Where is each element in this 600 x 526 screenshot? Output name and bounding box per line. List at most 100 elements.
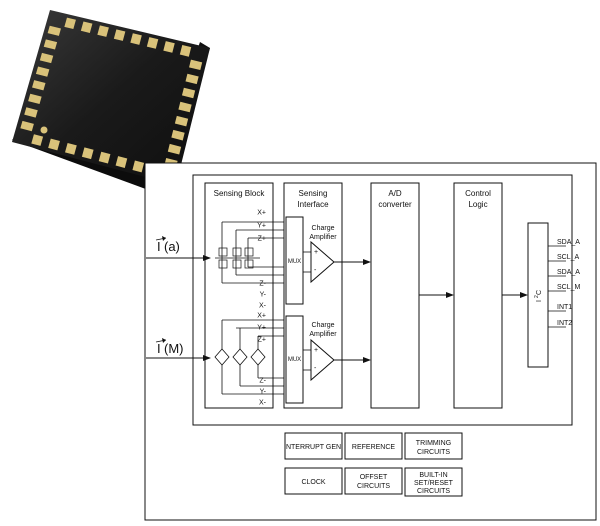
chip-pad bbox=[178, 101, 192, 113]
mux-lower bbox=[285, 315, 304, 404]
charge-amp-lower-minus: - bbox=[314, 365, 317, 372]
mux-lower-label: MUX bbox=[288, 357, 301, 363]
charge-amp-upper bbox=[310, 240, 335, 284]
i2c-label-c: C bbox=[536, 290, 543, 295]
chip-top-face bbox=[12, 10, 210, 185]
chip-pad bbox=[39, 52, 54, 64]
offset-label-1: OFFSET bbox=[360, 474, 388, 481]
accel-axis-y-minus: Y- bbox=[260, 292, 267, 299]
mag-input-label: (M) bbox=[164, 341, 184, 356]
output-pin-sda-a: SDA_A bbox=[557, 269, 580, 276]
chip-pad bbox=[181, 87, 196, 99]
charge-amp-lower bbox=[310, 338, 335, 382]
chip-pad bbox=[163, 41, 175, 53]
chip-pad bbox=[43, 39, 58, 50]
chip-pad bbox=[24, 107, 38, 118]
mag-axis-z-minus: Z- bbox=[259, 378, 266, 385]
output-pin-int1: INT1 bbox=[557, 304, 572, 311]
chip-pad bbox=[28, 93, 42, 104]
i2c-label: I 2 C bbox=[534, 290, 543, 302]
offset-block bbox=[344, 467, 403, 495]
charge-amp-upper-label-2: Amplifier bbox=[309, 234, 337, 241]
accel-axis-z-minus: Z- bbox=[259, 281, 266, 288]
chip-pad bbox=[81, 147, 94, 160]
charge-amp-lower-label-2: Amplifier bbox=[309, 331, 337, 338]
accel-axis-y-minusplus: Y+ bbox=[257, 223, 266, 230]
chip-pad bbox=[98, 151, 111, 164]
charge-amp-lower-label-1: Charge bbox=[312, 322, 335, 329]
interrupt-gen-block bbox=[284, 432, 343, 460]
chip-pad bbox=[20, 120, 34, 132]
mag-axis-x-minusplus: X+ bbox=[257, 313, 266, 320]
chip-pad bbox=[174, 115, 189, 127]
control-logic-block bbox=[453, 182, 503, 409]
chip-pad bbox=[31, 134, 44, 146]
chip-pad bbox=[130, 33, 142, 45]
mux-upper bbox=[285, 216, 304, 305]
mag-input-symbol: I bbox=[157, 341, 161, 356]
mag-axis-z-minusplus: Z+ bbox=[258, 337, 266, 344]
output-pin-scl-m: SCL_M bbox=[557, 284, 581, 291]
ad-converter-label-1: A/D bbox=[388, 189, 402, 198]
builtin-label-3: CIRCUITS bbox=[417, 488, 450, 495]
ad-converter-block bbox=[370, 182, 420, 409]
clock-block bbox=[284, 467, 343, 495]
mag-axis-y-minus: Y- bbox=[260, 389, 267, 396]
i2c-label-i: I bbox=[536, 300, 543, 302]
chip-pad bbox=[189, 59, 203, 71]
builtin-label-1: BUILT-IN bbox=[419, 472, 447, 479]
lga-chip-package-image bbox=[12, 10, 210, 195]
ad-converter-label-2: converter bbox=[378, 200, 412, 209]
mag-axis-x-minus: X- bbox=[259, 400, 267, 407]
offset-label-2: CIRCUITS bbox=[357, 483, 390, 490]
mag-axis-labels: X+ Y+ Z+ Z- Y- X- bbox=[257, 313, 266, 407]
control-logic-label-1: Control bbox=[465, 189, 491, 198]
chip-pad bbox=[47, 25, 61, 36]
chip-pad bbox=[146, 37, 159, 49]
output-pin-scl-a: SCL_A bbox=[557, 254, 580, 261]
chip-pad bbox=[32, 80, 46, 91]
accel-axis-labels: X+ Y+ Z+ Z- Y- X- bbox=[257, 210, 266, 310]
charge-amp-upper-plus: + bbox=[314, 249, 318, 256]
chip-pad bbox=[167, 143, 182, 155]
builtin-label-2: SET/RESET bbox=[414, 480, 454, 487]
sensing-interface-label-1: Sensing bbox=[299, 189, 328, 198]
chip-pad bbox=[185, 73, 199, 85]
builtin-setreset-block bbox=[404, 467, 463, 497]
accel-axis-x-minus: X- bbox=[259, 303, 267, 310]
chip-pad bbox=[97, 25, 109, 37]
accel-input-symbol: I bbox=[157, 239, 161, 254]
mag-axis-y-minusplus: Y+ bbox=[257, 325, 266, 332]
clock-label: CLOCK bbox=[301, 479, 325, 486]
i2c-label-2: 2 bbox=[534, 295, 540, 298]
chip-pad bbox=[113, 29, 126, 41]
charge-amp-lower-plus: + bbox=[314, 347, 318, 354]
chip-pads bbox=[20, 17, 203, 177]
output-pin-int2: INT2 bbox=[557, 320, 572, 327]
sensing-block-label: Sensing Block bbox=[214, 189, 266, 198]
interrupt-gen-label: INTERRUPT GEN. bbox=[284, 444, 343, 451]
mag-sensing-bridge bbox=[214, 319, 284, 395]
chip-pad bbox=[115, 156, 128, 168]
trimming-label-1: TRIMMING bbox=[416, 440, 451, 447]
sensing-interface-label-2: Interface bbox=[297, 200, 329, 209]
trimming-block bbox=[404, 432, 463, 460]
pin1-marker bbox=[40, 126, 48, 134]
chip-pad bbox=[65, 142, 77, 155]
chip-pad bbox=[64, 17, 76, 30]
accel-axis-z-minusplus: Z+ bbox=[258, 236, 266, 243]
mux-upper-label: MUX bbox=[288, 259, 301, 265]
reference-block bbox=[344, 432, 403, 460]
reference-label: REFERENCE bbox=[352, 444, 396, 451]
output-pin-sda-a: SDA_A bbox=[557, 239, 580, 246]
chip-pad bbox=[35, 66, 50, 77]
chip-pad bbox=[132, 160, 145, 173]
chip-pad bbox=[48, 138, 60, 151]
control-logic-label-2: Logic bbox=[468, 200, 487, 209]
trimming-label-2: CIRCUITS bbox=[417, 449, 450, 456]
charge-amp-upper-minus: - bbox=[314, 267, 317, 274]
chip-pad bbox=[80, 21, 93, 33]
accel-axis-x-minusplus: X+ bbox=[257, 210, 266, 217]
